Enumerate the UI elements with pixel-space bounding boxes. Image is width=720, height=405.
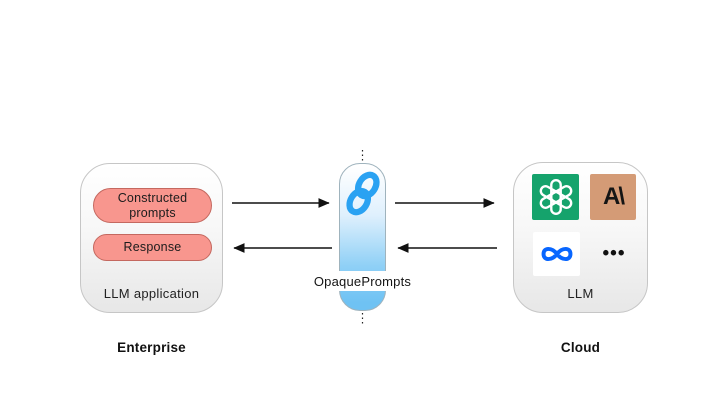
- constructed-prompts-label: Constructed prompts: [117, 190, 188, 220]
- enterprise-box: Constructed prompts Response LLM applica…: [80, 163, 223, 313]
- openai-logo-tile: [532, 174, 579, 220]
- opaqueprompts-label-strip: OpaquePrompts: [304, 271, 421, 291]
- llm-label: LLM: [567, 286, 594, 301]
- anthropic-logo-glyph: A\: [603, 183, 625, 210]
- more-providers-ellipsis: •••: [602, 243, 626, 264]
- constructed-prompts-pill: Constructed prompts: [93, 188, 212, 223]
- opaqueprompts-label: OpaquePrompts: [313, 273, 412, 289]
- cloud-box: A\ ••• LLM: [513, 162, 648, 313]
- meta-infinity-icon: [541, 246, 572, 262]
- anthropic-logo-tile: A\: [590, 174, 636, 220]
- openai-knot-icon: [539, 179, 572, 215]
- enterprise-caption: Enterprise: [117, 340, 186, 355]
- cloud-caption: Cloud: [560, 340, 601, 355]
- response-label: Response: [123, 240, 182, 255]
- opaque-interlocking-rings-icon: [346, 171, 380, 216]
- meta-logo-tile: [533, 232, 580, 276]
- llm-application-label: LLM application: [103, 286, 200, 301]
- response-pill: Response: [93, 234, 212, 261]
